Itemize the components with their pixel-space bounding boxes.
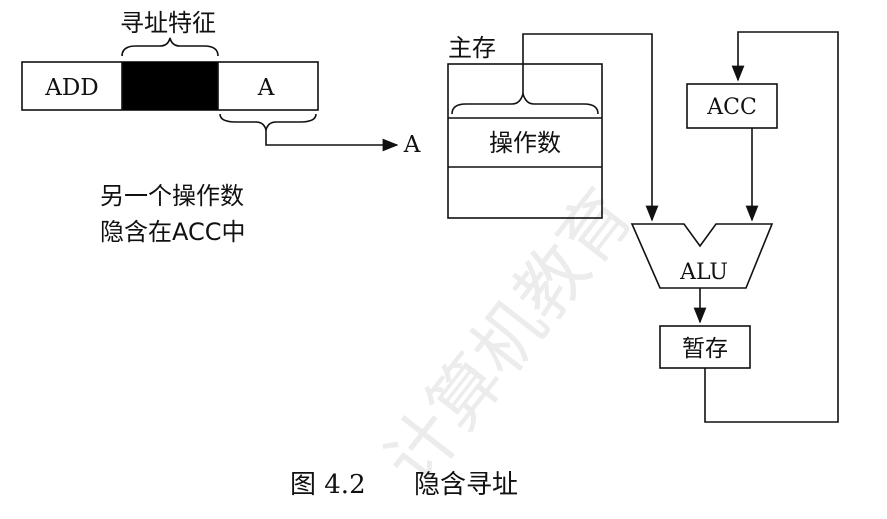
caption-number: 图 4.2 [290, 470, 366, 500]
target-address-label: A [403, 132, 421, 158]
cpu-datapath: ACC ALU 暂存 [522, 31, 839, 423]
operand-cell-label: 操作数 [489, 129, 561, 157]
figure-caption: 图 4.2 隐含寻址 [290, 470, 518, 500]
acc-label: ACC [706, 95, 757, 120]
memory-to-alu-line [522, 33, 659, 222]
opcode-field-label: ADD [44, 75, 99, 101]
note-line-1: 另一个操作数 [100, 182, 244, 210]
caption-text: 隐含寻址 [414, 470, 518, 500]
alu-label: ALU [679, 260, 728, 285]
main-memory-label: 主存 [448, 34, 496, 62]
memory-cell-brace [451, 91, 599, 115]
note-line-2: 隐含在ACC中 [100, 218, 246, 246]
temp-register-label: 暂存 [682, 336, 728, 362]
addressing-feature-label: 寻址特征 [120, 9, 216, 37]
feedback-loop-line [704, 31, 839, 423]
address-arrow [265, 130, 399, 152]
main-memory: 主存 操作数 [447, 34, 603, 219]
acc-box [686, 83, 778, 129]
alu-shape [630, 223, 774, 289]
main-memory-box [447, 63, 603, 219]
addressing-feature-field [122, 62, 218, 110]
watermark-text: 计算机教育 [369, 174, 649, 500]
feature-brace [121, 37, 219, 57]
address-brace [219, 113, 317, 131]
address-field-label: A [257, 75, 275, 101]
instruction-format: 寻址特征 ADD A A 另一个操作数 隐含在ACC中 [21, 9, 421, 246]
